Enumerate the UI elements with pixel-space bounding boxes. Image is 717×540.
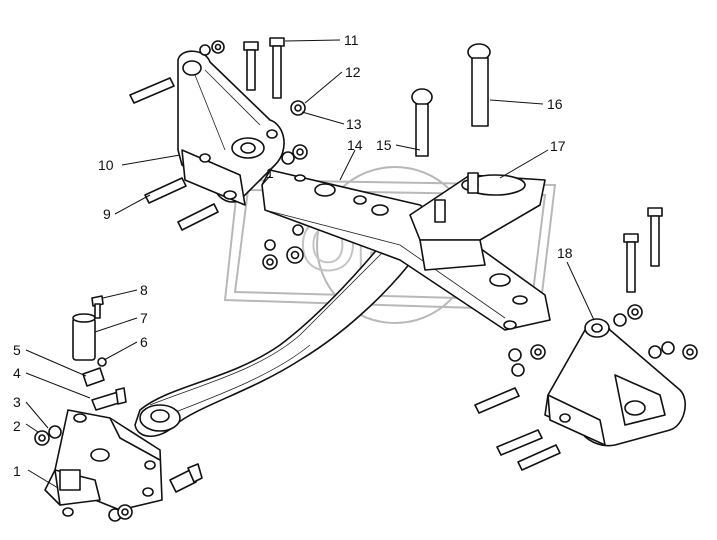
callout-6: 6 [140, 334, 148, 350]
callout-9: 9 [103, 206, 111, 222]
right-bracket [544, 318, 686, 447]
pin-15 [411, 88, 433, 157]
leader-lines [25, 39, 595, 489]
callout-1-frame: 1 [266, 165, 274, 181]
bolts-11 [243, 37, 285, 99]
crossbar-loose-nuts [262, 224, 304, 270]
nuts-12 [199, 40, 308, 165]
lower-left-bracket [44, 409, 163, 517]
callout-11: 11 [344, 32, 359, 48]
callout-15: 15 [376, 137, 392, 153]
upper-left-bracket [177, 50, 285, 206]
callout-1: 1 [13, 463, 21, 479]
callout-7: 7 [140, 310, 148, 326]
callout-8: 8 [140, 282, 148, 298]
studs-lower-right [474, 387, 561, 471]
nuts-right [508, 304, 698, 377]
callout-12: 12 [345, 64, 361, 80]
callout-16: 16 [547, 96, 563, 112]
bolts-right [623, 207, 663, 293]
pin-16 [467, 43, 491, 127]
callout-3: 3 [13, 394, 21, 410]
callout-17: 17 [550, 138, 566, 154]
callout-5: 5 [13, 342, 21, 358]
callout-2: 2 [13, 418, 21, 434]
center-hub-block [409, 172, 546, 271]
studs-9 [129, 77, 219, 231]
callout-14: 14 [347, 137, 363, 153]
small-parts-left [34, 295, 203, 522]
main-frame-arm [134, 239, 421, 438]
callout-labels: 1 2 3 4 5 6 7 8 9 10 11 12 13 14 15 16 1… [13, 32, 573, 479]
callout-13: 13 [346, 116, 362, 132]
callout-10: 10 [98, 157, 114, 173]
callout-4: 4 [13, 365, 21, 381]
callout-18: 18 [557, 245, 573, 261]
